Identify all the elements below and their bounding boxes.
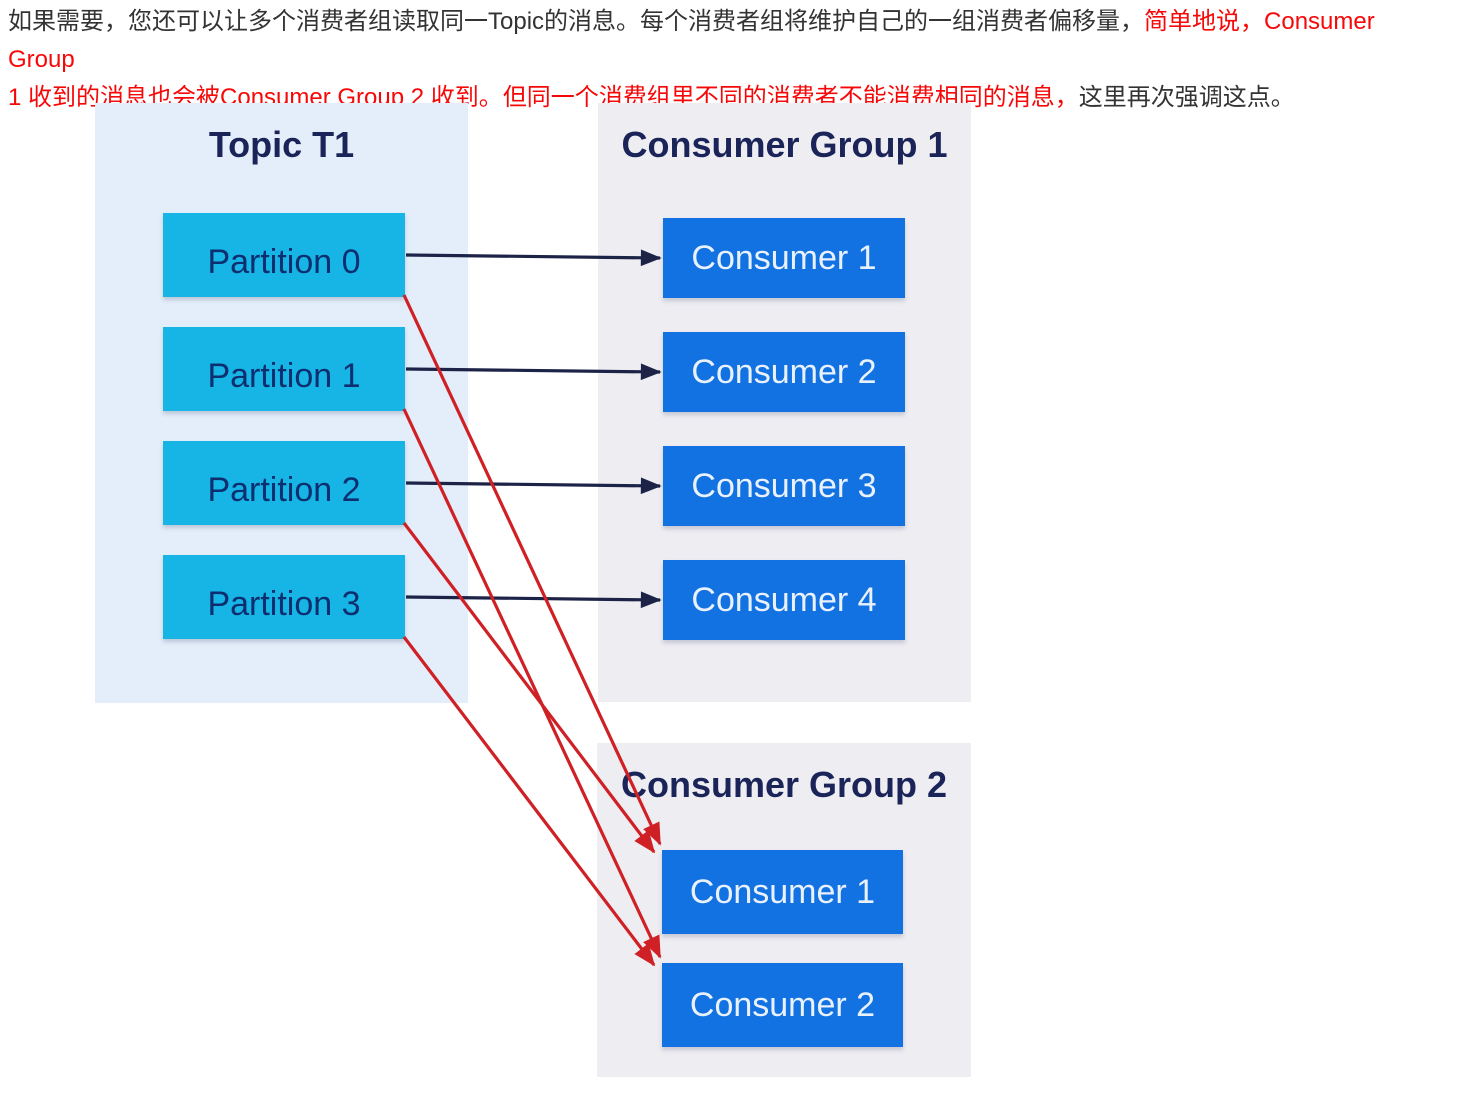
partition-3-box: Partition 3 (163, 555, 405, 639)
partition-2-box: Partition 2 (163, 441, 405, 525)
group1-consumer-4-box: Consumer 4 (663, 560, 905, 640)
partition-0-box: Partition 0 (163, 213, 405, 297)
intro-segment: 如果需要，您还可以让多个消费者组读取同一Topic的消息。每个消费者组将维护自己… (8, 8, 1145, 35)
partition-1-box: Partition 1 (163, 327, 405, 411)
topic-t1-title: Topic T1 (208, 124, 355, 165)
consumer-group-1-title: Consumer Group 1 (621, 124, 948, 165)
group2-consumer-1-box: Consumer 1 (662, 850, 903, 934)
intro-segment: 这里再次强调这点。 (1078, 84, 1295, 111)
intro-segment: 简单地说，Consumer Group (8, 8, 1375, 73)
group1-consumer-1-box: Consumer 1 (663, 218, 905, 298)
group1-consumer-2-box: Consumer 2 (663, 332, 905, 412)
group1-consumer-3-box: Consumer 3 (663, 446, 905, 526)
group2-consumer-2-box: Consumer 2 (662, 963, 903, 1047)
consumer-group-2-title: Consumer Group 2 (620, 764, 948, 805)
intro-paragraph: 如果需要，您还可以让多个消费者组读取同一Topic的消息。每个消费者组将维护自己… (8, 3, 1442, 117)
